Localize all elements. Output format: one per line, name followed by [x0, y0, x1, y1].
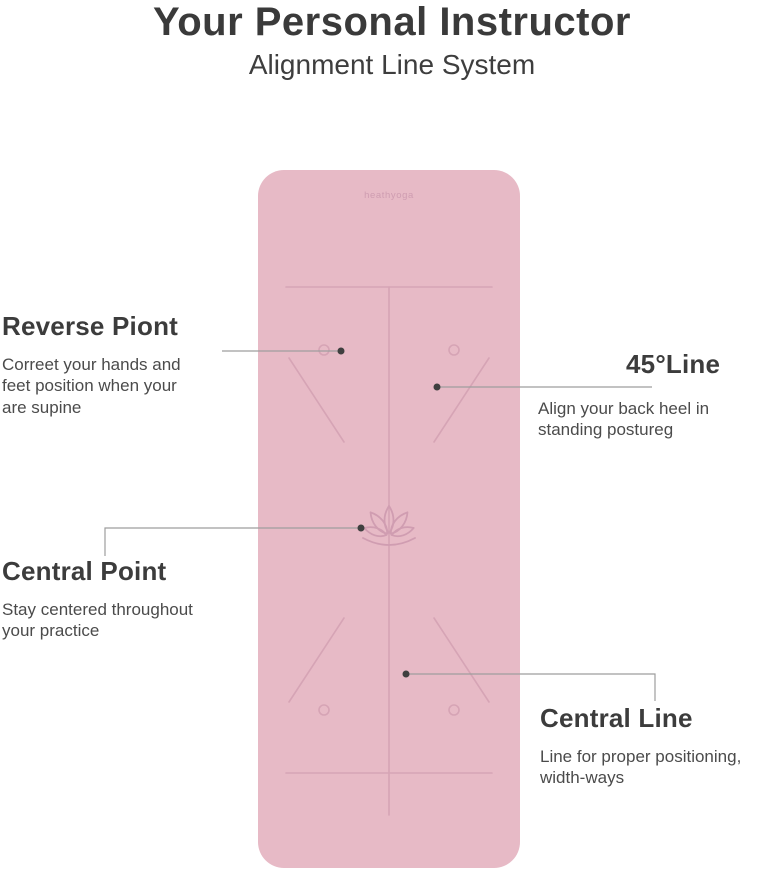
lower-right-45-line	[433, 617, 490, 703]
upper-right-45-line	[433, 357, 490, 443]
callout-central-line-body: Line for proper positioning, width-ways	[540, 747, 742, 788]
upper-left-45-line	[288, 357, 345, 443]
lotus-petal-left	[369, 511, 389, 535]
callout-central-line-heading: Central Line	[540, 703, 693, 733]
callout-central-point-heading: Central Point	[2, 556, 167, 586]
callout-reverse-point-body: Correet your hands and feet position whe…	[2, 355, 181, 417]
page-title: Your Personal Instructor	[152, 0, 631, 44]
marker-ring-lower-right	[448, 704, 460, 716]
marker-ring-lower-left	[318, 704, 330, 716]
callout-reverse-point-heading: Reverse Piont	[2, 311, 179, 341]
mat-brand-logo: heathyoga	[364, 190, 414, 201]
lotus-petal-right	[389, 511, 409, 535]
lower-left-45-line	[288, 617, 345, 703]
yoga-mat: heathyoga	[258, 170, 520, 868]
callout-45-line: 45°Line Align your back heel in standing…	[538, 349, 753, 441]
lotus-logo-icon	[362, 505, 416, 546]
mat-alignment-graphics	[285, 286, 493, 816]
page-subtitle: Alignment Line System	[248, 49, 536, 80]
lotus-petal-center	[383, 505, 395, 535]
alignment-lines	[285, 286, 493, 816]
callout-45-line-body: Align your back heel in standing posture…	[538, 399, 710, 440]
lotus-petal-outer-right	[390, 526, 415, 538]
lotus-petal-outer-left	[363, 526, 388, 538]
callout-central-line: Central Line Line for proper positioning…	[540, 703, 775, 789]
marker-ring-upper-right	[448, 344, 460, 356]
callout-45-line-heading: 45°Line	[626, 349, 721, 379]
lotus-base-curve	[362, 537, 416, 546]
marker-ring-upper-left	[318, 344, 330, 356]
callout-central-point: Central Point Stay centered throughout y…	[2, 556, 257, 642]
callout-reverse-point: Reverse Piont Correet your hands and fee…	[2, 311, 252, 418]
callout-central-point-body: Stay centered throughout your practice	[2, 600, 193, 641]
